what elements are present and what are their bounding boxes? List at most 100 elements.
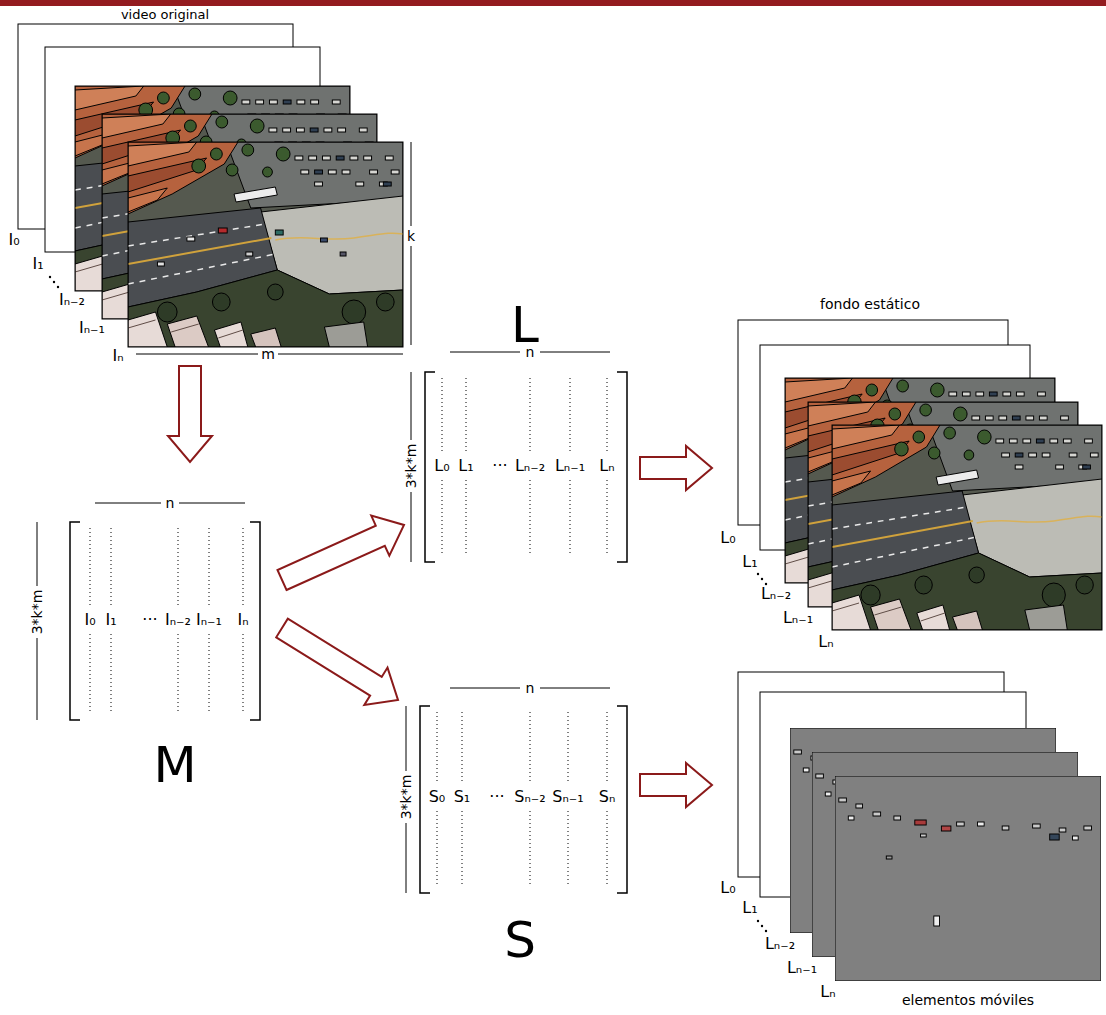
dimension-label: 3*k*m <box>30 590 44 635</box>
matrix-column <box>462 811 463 887</box>
matrix-column-label: I₀ <box>84 612 95 628</box>
block-arrow <box>168 366 212 462</box>
frame-label: L₀ <box>720 530 735 546</box>
background-stack <box>738 320 1102 630</box>
matrix-column-label: I₁ <box>105 612 116 628</box>
frame-stack: video originalI₀I₁Iₙ₋₂Iₙ₋₁Iₙ <box>4 4 403 366</box>
video-frame <box>128 142 403 347</box>
matrix-column <box>209 634 210 714</box>
matrix-column <box>607 712 608 783</box>
matrix-column-label: S₁ <box>454 789 471 805</box>
background-frame <box>832 425 1102 630</box>
matrix-node: L L₀ L₁ ··· Lₙ₋₂ Lₙ₋₁ Lₙ <box>404 298 640 570</box>
matrix-column <box>90 634 91 714</box>
matrix-column <box>442 378 443 452</box>
matrix-column <box>607 378 608 452</box>
matrix-column <box>466 480 467 556</box>
matrix-column <box>178 634 179 714</box>
matrix-column <box>568 712 569 783</box>
matrix-column-label: Sₙ <box>599 789 616 805</box>
frame-label: Lₙ₋₂ <box>765 936 795 952</box>
matrix-column <box>90 528 91 606</box>
frame-label: I₁ <box>32 256 43 272</box>
dimension-label: 3*k*m <box>399 775 413 820</box>
matrix-bracket <box>425 372 435 562</box>
foreground-stack <box>738 672 1101 981</box>
video-stack <box>18 24 403 347</box>
frame-label: Lₙ <box>820 984 835 1000</box>
matrix-column-label: Lₙ₋₁ <box>555 458 585 474</box>
frame-label: Lₙ <box>818 634 833 650</box>
matrix-name: M <box>153 740 196 790</box>
matrix-node: I₀I₁···Iₙ₋₂Iₙ₋₁IₙM <box>20 462 282 792</box>
matrix-column <box>243 528 244 606</box>
matrix-column <box>530 378 531 452</box>
matrix-column-label: Sₙ₋₁ <box>552 789 583 805</box>
matrix-bracket <box>250 522 260 720</box>
matrix-column <box>462 712 463 783</box>
dimension-label: m <box>261 347 275 361</box>
matrix-column <box>437 712 438 783</box>
matrix-column-label: ··· <box>489 789 504 805</box>
frame-label: Lₙ₋₁ <box>783 610 813 626</box>
cars <box>157 228 346 266</box>
matrix-column <box>607 811 608 887</box>
matrix-column <box>111 528 112 606</box>
frame-label: L₀ <box>720 880 735 896</box>
frame-label: L₁ <box>742 900 757 916</box>
frame-label: Iₙ <box>112 348 123 364</box>
block-arrow <box>640 763 712 807</box>
matrix-column-label: ··· <box>492 458 507 474</box>
matrix-name: L <box>511 300 539 350</box>
matrix-column-label: L₀ <box>434 458 449 474</box>
frame-outline <box>128 142 403 347</box>
frame-stack: fondo estáticoL₀ L₁Lₙ₋₂ Lₙ₋₁ Lₙ <box>712 290 1106 660</box>
matrix-column-label: Sₙ₋₂ <box>514 789 545 805</box>
frame-outline <box>832 425 1102 630</box>
matrix-node: S₀ S₁ ··· Sₙ₋₂ Sₙ₋₁ SₙS <box>398 672 640 972</box>
stack-title: elementos móviles <box>902 993 1034 1007</box>
dimension-label: n <box>526 345 535 359</box>
matrix-column-label: Iₙ₋₁ <box>196 612 222 628</box>
matrix-column-label: L₁ <box>458 458 473 474</box>
matrix-column <box>243 634 244 714</box>
frame-label: Lₙ₋₁ <box>787 960 817 976</box>
matrix-column <box>607 480 608 556</box>
ellipsis-dots <box>49 276 767 932</box>
dimension-label: k <box>407 229 415 243</box>
matrix-column <box>570 480 571 556</box>
matrix-bracket <box>617 706 627 893</box>
block-arrow <box>276 619 398 705</box>
matrix-column <box>570 378 571 452</box>
matrix-column <box>111 634 112 714</box>
matrix-column <box>442 480 443 556</box>
matrix-bracket <box>420 706 430 893</box>
matrix-name: S <box>504 915 536 965</box>
header-bar <box>0 0 1106 6</box>
matrix-column-label: ··· <box>142 612 157 628</box>
frame-label: Lₙ₋₂ <box>761 586 791 602</box>
dimension-label: n <box>526 681 535 695</box>
dimension-label: 3*k*m <box>404 444 418 489</box>
foreground-frame <box>835 776 1101 981</box>
stack-title: video original <box>121 8 209 21</box>
block-arrow <box>277 516 404 590</box>
matrix-column <box>437 811 438 887</box>
matrix-column <box>209 528 210 606</box>
dimension-lines <box>37 142 610 893</box>
matrix-column-label: Lₙ <box>599 458 614 474</box>
stack-title: fondo estático <box>820 297 920 311</box>
frame-label: L₁ <box>742 554 757 570</box>
matrix-column <box>530 480 531 556</box>
frame-label: I₀ <box>8 232 19 248</box>
dimension-label: n <box>166 496 175 510</box>
frame-label: Iₙ₋₂ <box>59 292 85 308</box>
matrix-column <box>530 811 531 887</box>
matrix-column <box>178 528 179 606</box>
block-arrow <box>640 446 712 490</box>
matrix-column-label: S₀ <box>429 789 446 805</box>
frame-stack: L₀ L₁ Lₙ₋₂ Lₙ₋₁Lₙ elementos móviles <box>712 662 1106 1012</box>
matrix-column <box>530 712 531 783</box>
matrix-column-label: Lₙ₋₂ <box>515 458 545 474</box>
